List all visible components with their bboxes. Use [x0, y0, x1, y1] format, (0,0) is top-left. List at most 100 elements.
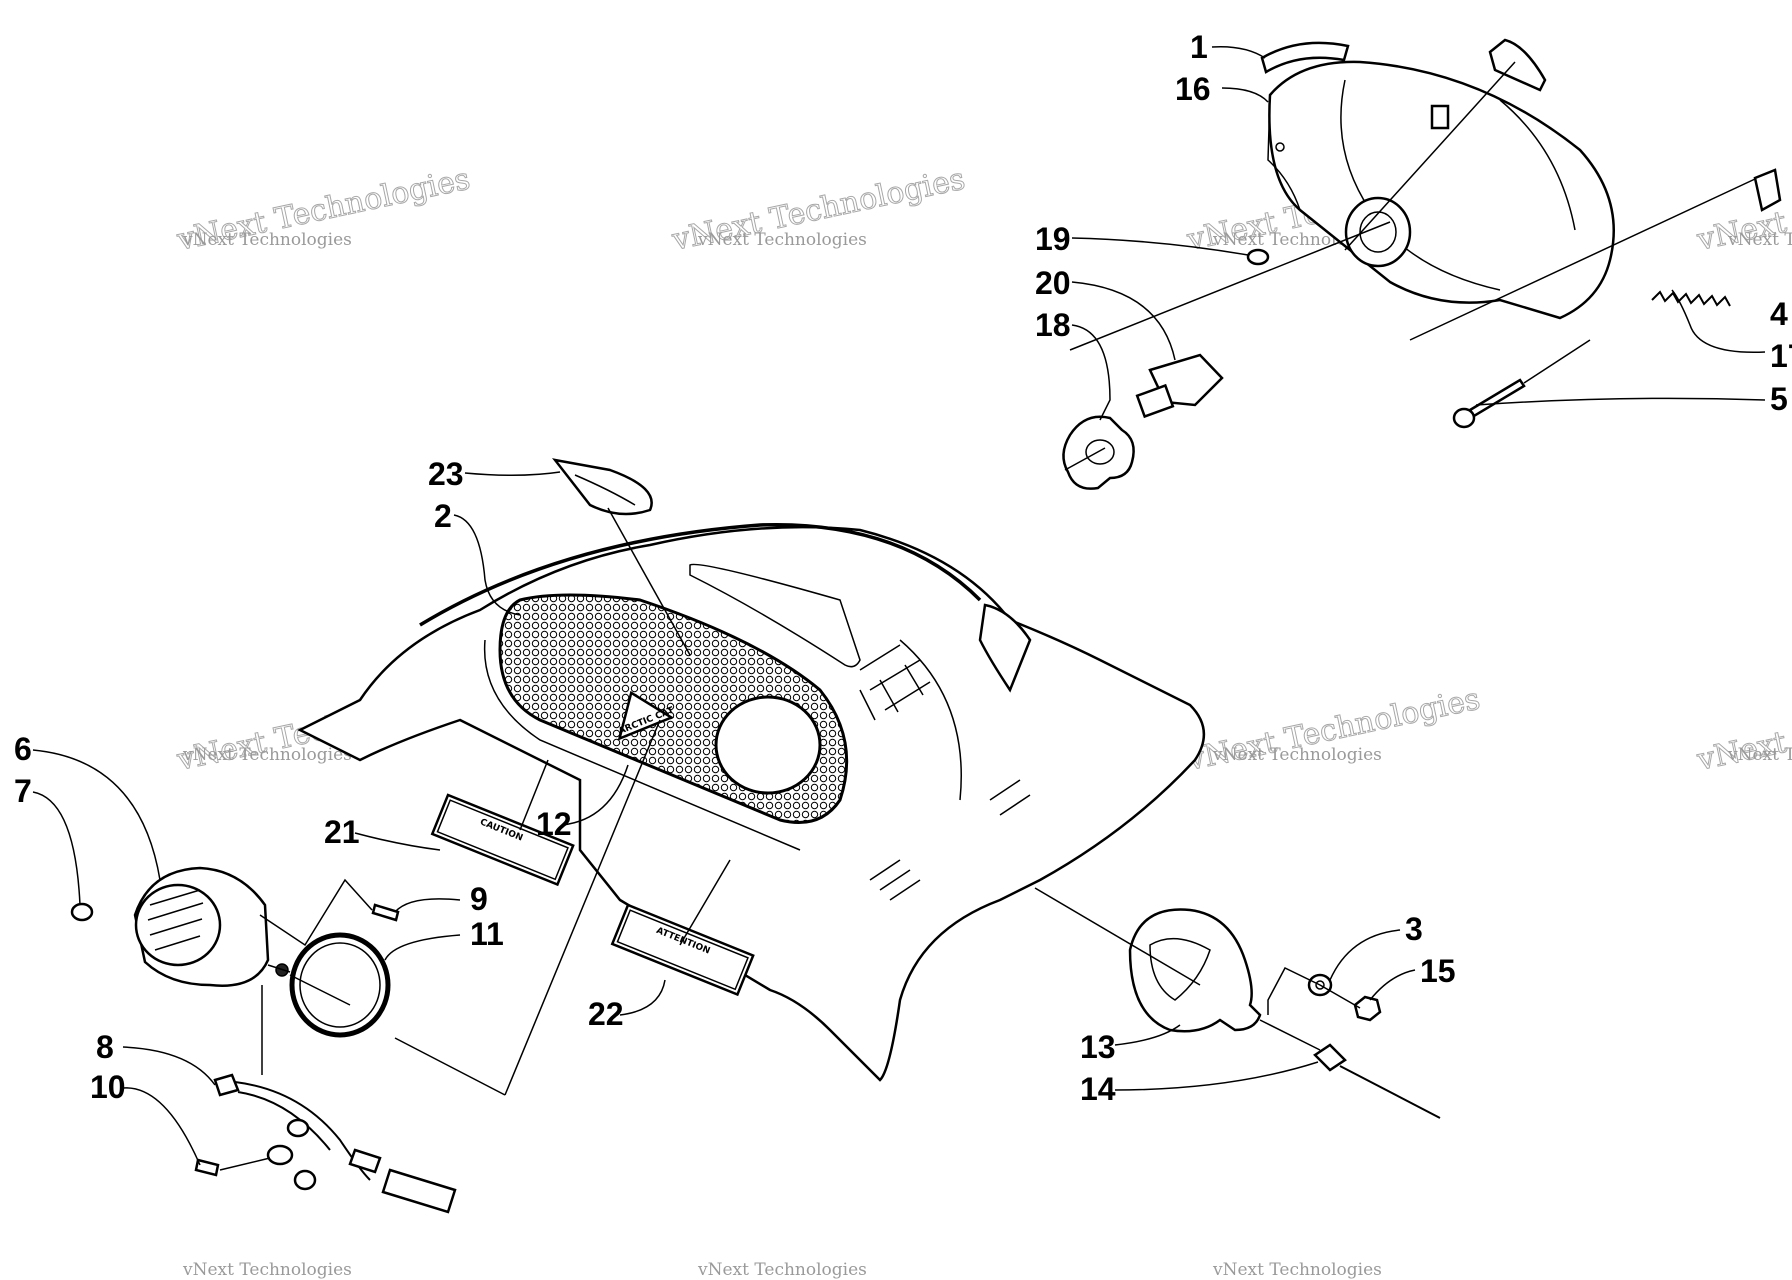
assembly-line: [259, 878, 373, 947]
leader-line: [122, 1046, 216, 1086]
callout-14: 14: [1080, 1071, 1116, 1107]
tachometer-assembly: [1034, 887, 1441, 1119]
callout-2: 2: [434, 498, 452, 534]
hood-contour: [483, 639, 801, 851]
callout-17: 17: [1770, 338, 1792, 374]
watermark-text: vNext Technologies: [697, 1260, 867, 1280]
watermark-text: vNext Technologies: [1727, 230, 1792, 250]
assembly-line: [1344, 61, 1516, 251]
callout-6: 6: [14, 731, 32, 767]
assembly-line: [1069, 221, 1391, 351]
hood-assembly: ARCTIC CAT: [297, 522, 1206, 1082]
washer-hole: [1315, 980, 1325, 990]
hood-hatching: [859, 644, 931, 721]
bracket-slot: [1430, 104, 1450, 130]
emblem-part: [552, 458, 653, 516]
assembly-line: [394, 1037, 506, 1096]
assembly-line: [1267, 967, 1361, 1015]
callout-3: 3: [1405, 911, 1423, 947]
gauge-cable-fitting-part: [1313, 1043, 1347, 1072]
callout-11: 11: [470, 916, 504, 952]
assembly-line: [1034, 887, 1201, 986]
bulb-base-part: [1135, 383, 1175, 419]
callout-labels: 1 16 19 20 18 4 17 5 23 2 6 7 21 12 9 11…: [14, 29, 1792, 1107]
callout-21: 21: [324, 814, 360, 850]
assembly-line: [1523, 339, 1591, 384]
leader-line: [1671, 289, 1766, 354]
retainer-center: [1085, 439, 1115, 465]
leader-line: [384, 934, 461, 961]
callout-22: 22: [588, 996, 624, 1032]
small-bulb-part: [1246, 248, 1270, 266]
leader-line: [1475, 397, 1766, 406]
watermark-text: vNext Technologies: [182, 745, 352, 765]
gauge-bulb-part: [70, 902, 94, 922]
adjuster-nut-part: [1753, 168, 1782, 212]
attention-decal-part: [610, 903, 755, 997]
callout-12: 12: [536, 806, 572, 842]
leader-line: [1071, 324, 1111, 421]
leader-line: [679, 859, 731, 946]
callout-18: 18: [1035, 307, 1071, 343]
side-vent-part: [978, 603, 1032, 693]
harness-connector-part: [213, 1073, 240, 1097]
caution-decal-part: [430, 793, 575, 887]
callout-19: 19: [1035, 221, 1071, 257]
callout-5: 5: [1770, 381, 1788, 417]
callout-4: 4: [1770, 296, 1788, 332]
assembly-line: [289, 974, 351, 1006]
headlight-visor-part: [1260, 41, 1350, 74]
leader-line: [464, 471, 561, 476]
leader-line: [619, 979, 666, 1016]
callout-23: 23: [428, 456, 464, 492]
headlight-housing-part: [1268, 60, 1615, 320]
gauge-bezel-ring-part: [289, 932, 391, 1038]
adjuster-screw-head: [1452, 407, 1476, 429]
leader-line: [519, 759, 549, 831]
gauge-opening: [714, 695, 822, 795]
speedometer-assembly: [70, 719, 661, 1214]
mounting-bracket-part: [1488, 38, 1547, 92]
callout-16: 16: [1175, 71, 1211, 107]
callout-8: 8: [96, 1029, 114, 1065]
harness-plug-part: [348, 1148, 382, 1174]
adjuster-screw-part: [1468, 378, 1526, 418]
leader-line: [32, 791, 81, 906]
assembly-line: [1259, 1019, 1321, 1051]
leader-line: [561, 764, 629, 826]
harness-bulb-socket: [286, 1118, 310, 1138]
wiring-harness: [237, 1091, 331, 1151]
hood-hatching: [869, 779, 1031, 901]
gauge-screw-part: [371, 903, 400, 922]
callout-1: 1: [1190, 29, 1208, 65]
housing-contour: [1499, 99, 1576, 231]
leader-line: [453, 514, 521, 616]
bulb-socket-part: [1344, 196, 1412, 268]
assembly-line: [1409, 171, 1771, 341]
watermark-text: vNext Technologies: [182, 1260, 352, 1280]
leader-line: [1221, 87, 1269, 103]
watermark-text: vNext Technologies: [1212, 1260, 1382, 1280]
leader-lines: [32, 45, 1766, 1166]
callout-7: 7: [14, 773, 32, 809]
gauge-cable: [1339, 1065, 1441, 1119]
hood-vent-part: [689, 563, 861, 668]
housing-flange: [1267, 94, 1301, 211]
callout-9: 9: [470, 881, 488, 917]
watermark-text: vNext Technologies: [182, 230, 352, 250]
callout-13: 13: [1080, 1029, 1116, 1065]
hood-contour: [899, 639, 962, 801]
leader-line: [1071, 237, 1249, 256]
brand-decal-triangle: [617, 690, 675, 741]
harness-bulb-socket: [293, 1169, 317, 1191]
watermark-text: vNext Technologies: [1727, 745, 1792, 765]
leader-line: [122, 1087, 201, 1166]
harness-main-connector-part: [381, 1168, 457, 1214]
callout-20: 20: [1035, 265, 1071, 301]
leader-line: [1114, 1061, 1319, 1091]
harness-bulb-socket: [266, 1144, 294, 1166]
wiring-harness: [234, 1081, 371, 1181]
gauge-housing-part: [1128, 908, 1262, 1033]
hood-top-edge: [419, 522, 982, 627]
